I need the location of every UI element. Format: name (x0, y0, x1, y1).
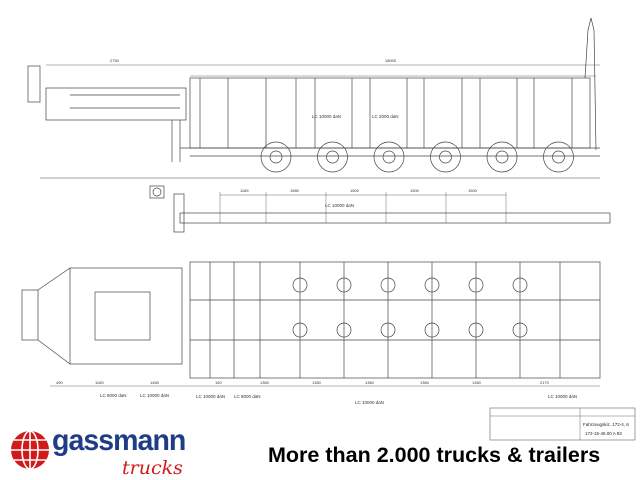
wheel-plan (424, 277, 440, 293)
wheel-plan (468, 322, 484, 338)
plan-load-label: LC 10000 daN (355, 400, 384, 405)
plan-dim: 2170 (540, 380, 550, 385)
plan-dim: 1165 (95, 380, 104, 385)
wheel-plan (380, 322, 396, 338)
wheel-plan (292, 277, 308, 293)
wheel-plan (468, 277, 484, 293)
wheel-plan (512, 277, 528, 293)
wheel (373, 141, 405, 173)
logo-subtext: trucks (122, 457, 183, 479)
wheel (486, 141, 518, 173)
wheel (317, 141, 348, 173)
load-label: LC 10000 daN (312, 114, 341, 119)
deck-dim: 1500 (350, 188, 360, 193)
wheel-hub (382, 150, 396, 164)
wheel-plan (380, 277, 396, 293)
plan-load-label: LC 8000 daN (234, 394, 261, 399)
plan-view (21, 261, 601, 387)
side-view (27, 17, 600, 179)
deck-dim: 1580 (290, 188, 300, 193)
title-block-text: Fahrzeugskiz. 172-4, 6 (583, 422, 629, 427)
plan-dim: 490 (56, 380, 63, 385)
wheel-hub (439, 150, 452, 164)
gassmann-logo-globe-icon (11, 430, 49, 470)
plan-dim: 150 (215, 380, 222, 385)
title-block-text: 172-15-46.00 A 93 (585, 431, 622, 436)
wheel (260, 141, 292, 173)
wheel-hub (269, 150, 283, 164)
deck-dim: 1500 (468, 188, 478, 193)
deck-load-label: LC 10000 daN (325, 203, 354, 208)
wheel-plan (512, 322, 528, 338)
tagline: More than 2.000 trucks & trailers (268, 443, 601, 467)
plan-dim: 1360 (472, 380, 482, 385)
wheel-hub (326, 150, 339, 164)
wheel-hub (552, 150, 565, 164)
dim-front: 2750 (110, 58, 120, 63)
title-block (489, 407, 636, 441)
wheel-hub (495, 150, 509, 164)
load-label: LC 2000 daN (372, 114, 399, 119)
deck-dim: 1500 (410, 188, 420, 193)
plan-dim: 1360 (260, 380, 270, 385)
logo-text: gassmann (52, 424, 186, 457)
dim-overall: 18000 (385, 58, 397, 63)
wheel-plan (292, 322, 308, 338)
plan-load-label: LC 10000 daN (196, 394, 225, 399)
wheel-plan (336, 322, 352, 338)
plan-load-label: LC 8000 daN (100, 393, 127, 398)
plan-load-label: LC 10000 daN (548, 394, 577, 399)
wheel-plan (424, 322, 440, 338)
wheel (430, 141, 461, 173)
plan-dim: 1360 (312, 380, 322, 385)
deck-dim: 1165 (240, 188, 249, 193)
plan-load-label: LC 10000 daN (140, 393, 169, 398)
wheel (543, 141, 574, 173)
plan-dim: 1460 (150, 380, 160, 385)
deck-view (149, 185, 611, 233)
wheel-plan (336, 277, 352, 293)
plan-dim: 1360 (420, 380, 430, 385)
plan-dim: 1360 (365, 380, 375, 385)
